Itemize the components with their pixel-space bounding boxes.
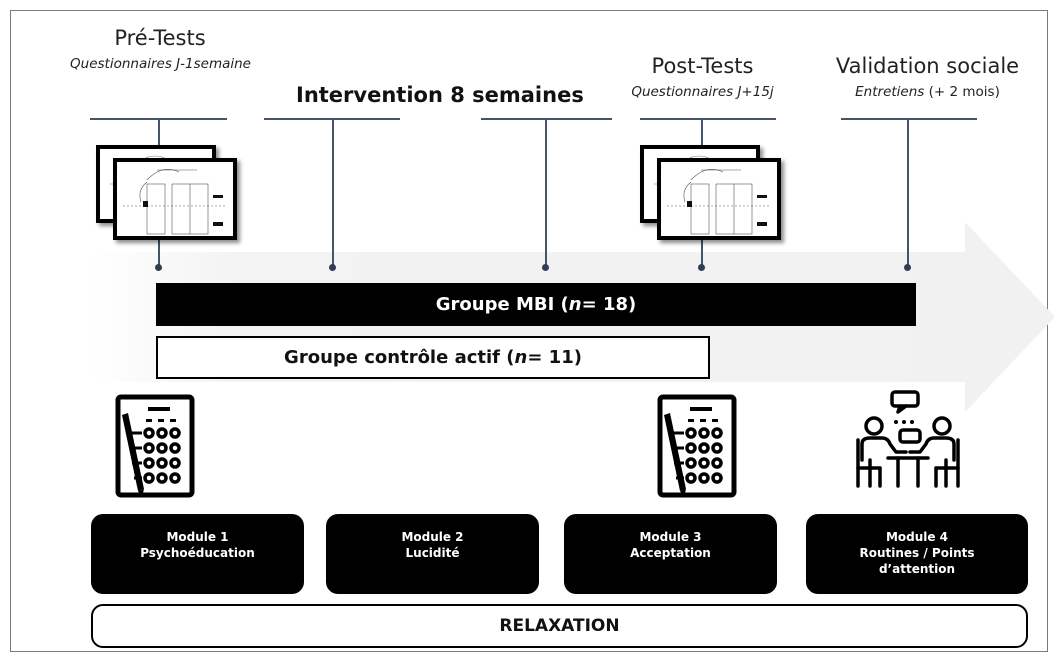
intervention-underline-right	[481, 118, 612, 120]
timepoint-dot	[904, 264, 911, 271]
group-mbi-bar: Groupe MBI (n = 18)	[156, 283, 916, 326]
validation-subtitle: Entretiens (+ 2 mois)	[855, 84, 1000, 100]
timepoint-dot	[698, 264, 705, 271]
schema-thumbnail-icon	[113, 158, 237, 240]
validation-title: Validation sociale	[835, 54, 1020, 78]
relaxation-bar: RELAXATION	[91, 604, 1028, 648]
timepoint-dot	[155, 264, 162, 271]
validation-underline	[841, 118, 977, 120]
intervention-connector-left	[332, 118, 334, 268]
schema-thumbnail-icon	[657, 158, 781, 240]
intervention-title: Intervention 8 semaines	[296, 83, 584, 107]
pre-tests-subtitle: Questionnaires J-1semaine	[70, 56, 251, 72]
post-tests-underline	[640, 118, 776, 120]
timepoint-dot	[329, 264, 336, 271]
post-tests-subtitle: Questionnaires J+15j	[631, 84, 774, 100]
post-tests-title: Post-Tests	[651, 54, 754, 78]
interview-meeting-icon	[856, 390, 960, 488]
validation-connector	[907, 118, 909, 268]
pre-tests-title: Pré-Tests	[114, 26, 206, 50]
questionnaire-checklist-icon	[657, 394, 737, 498]
intervention-connector-right	[545, 118, 547, 268]
questionnaire-checklist-icon	[115, 394, 195, 498]
timepoint-dot	[542, 264, 549, 271]
group-control-bar: Groupe contrôle actif (n = 11)	[156, 336, 710, 379]
